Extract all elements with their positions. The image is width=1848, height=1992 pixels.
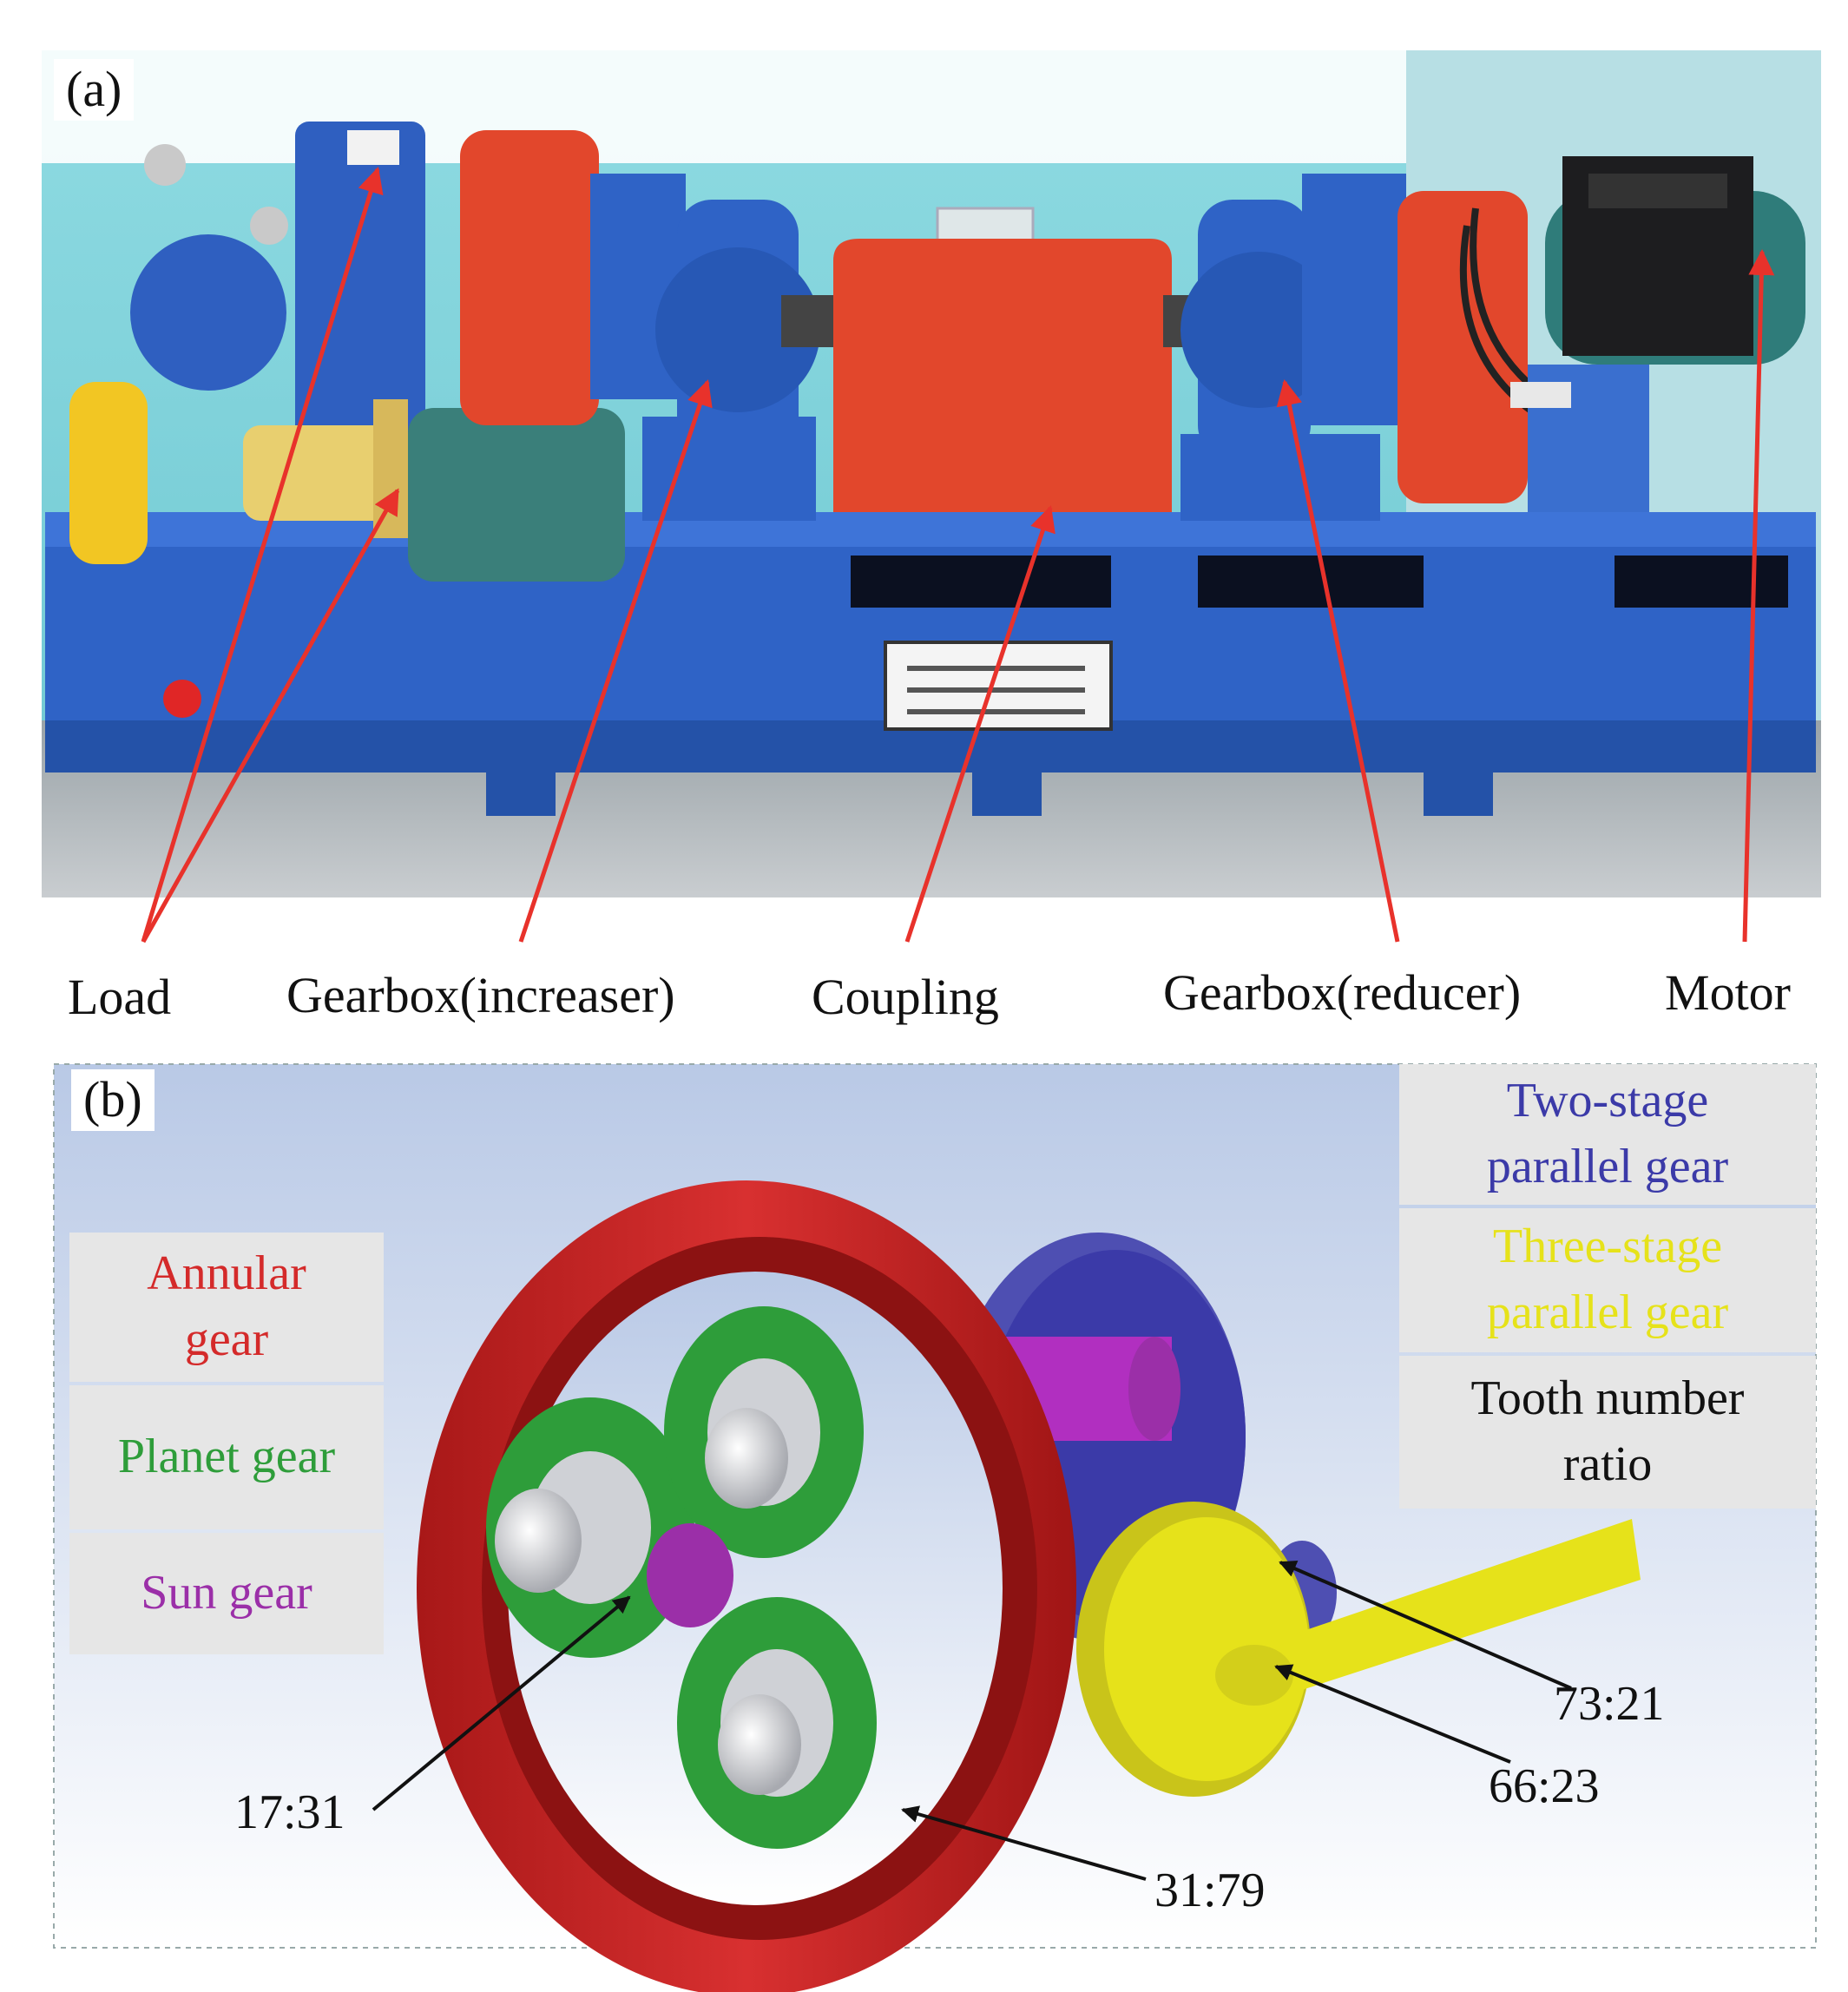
base-frame <box>45 512 1816 816</box>
panel-b-label: (b) <box>71 1069 155 1131</box>
ratio-66-23: 66:23 <box>1489 1759 1600 1813</box>
three-stage-parallel-gear <box>1076 1502 1641 1797</box>
legend-planet-gear: Planet gear <box>69 1385 384 1529</box>
callout-gearbox-reducer: Gearbox(reducer) <box>1163 964 1522 1021</box>
sun-gear <box>647 1523 733 1627</box>
increaser-assembly <box>460 130 820 521</box>
ratio-17-31: 17:31 <box>234 1785 345 1839</box>
legend-two-stage-parallel-gear: Two-stage parallel gear <box>1399 1064 1816 1205</box>
callout-gearbox-increaser: Gearbox(increaser) <box>286 967 675 1023</box>
legend-tooth-number-ratio: Tooth number ratio <box>1399 1356 1816 1509</box>
panel-b-leader-arrows <box>372 1560 1572 1881</box>
panel-a-callout-arrows <box>141 167 1775 943</box>
panel-a-label: (a) <box>54 59 135 121</box>
ratio-73-21: 73:21 <box>1554 1677 1665 1731</box>
callout-coupling: Coupling <box>812 969 999 1025</box>
legend-sun-gear: Sun gear <box>69 1533 384 1654</box>
ratio-31-79: 31:79 <box>1154 1864 1266 1917</box>
load-assembly <box>69 122 625 718</box>
callout-load: Load <box>68 969 172 1025</box>
legend-annular-gear: Annular gear <box>69 1233 384 1382</box>
reducer-assembly <box>1180 174 1528 521</box>
motor-assembly <box>1459 156 1805 512</box>
legend-three-stage-parallel-gear: Three-stage parallel gear <box>1399 1208 1816 1352</box>
coupling-guard <box>781 239 1215 512</box>
callout-motor: Motor <box>1665 964 1791 1021</box>
planet-gears <box>486 1306 877 1849</box>
test-rig-photo <box>42 50 1821 943</box>
